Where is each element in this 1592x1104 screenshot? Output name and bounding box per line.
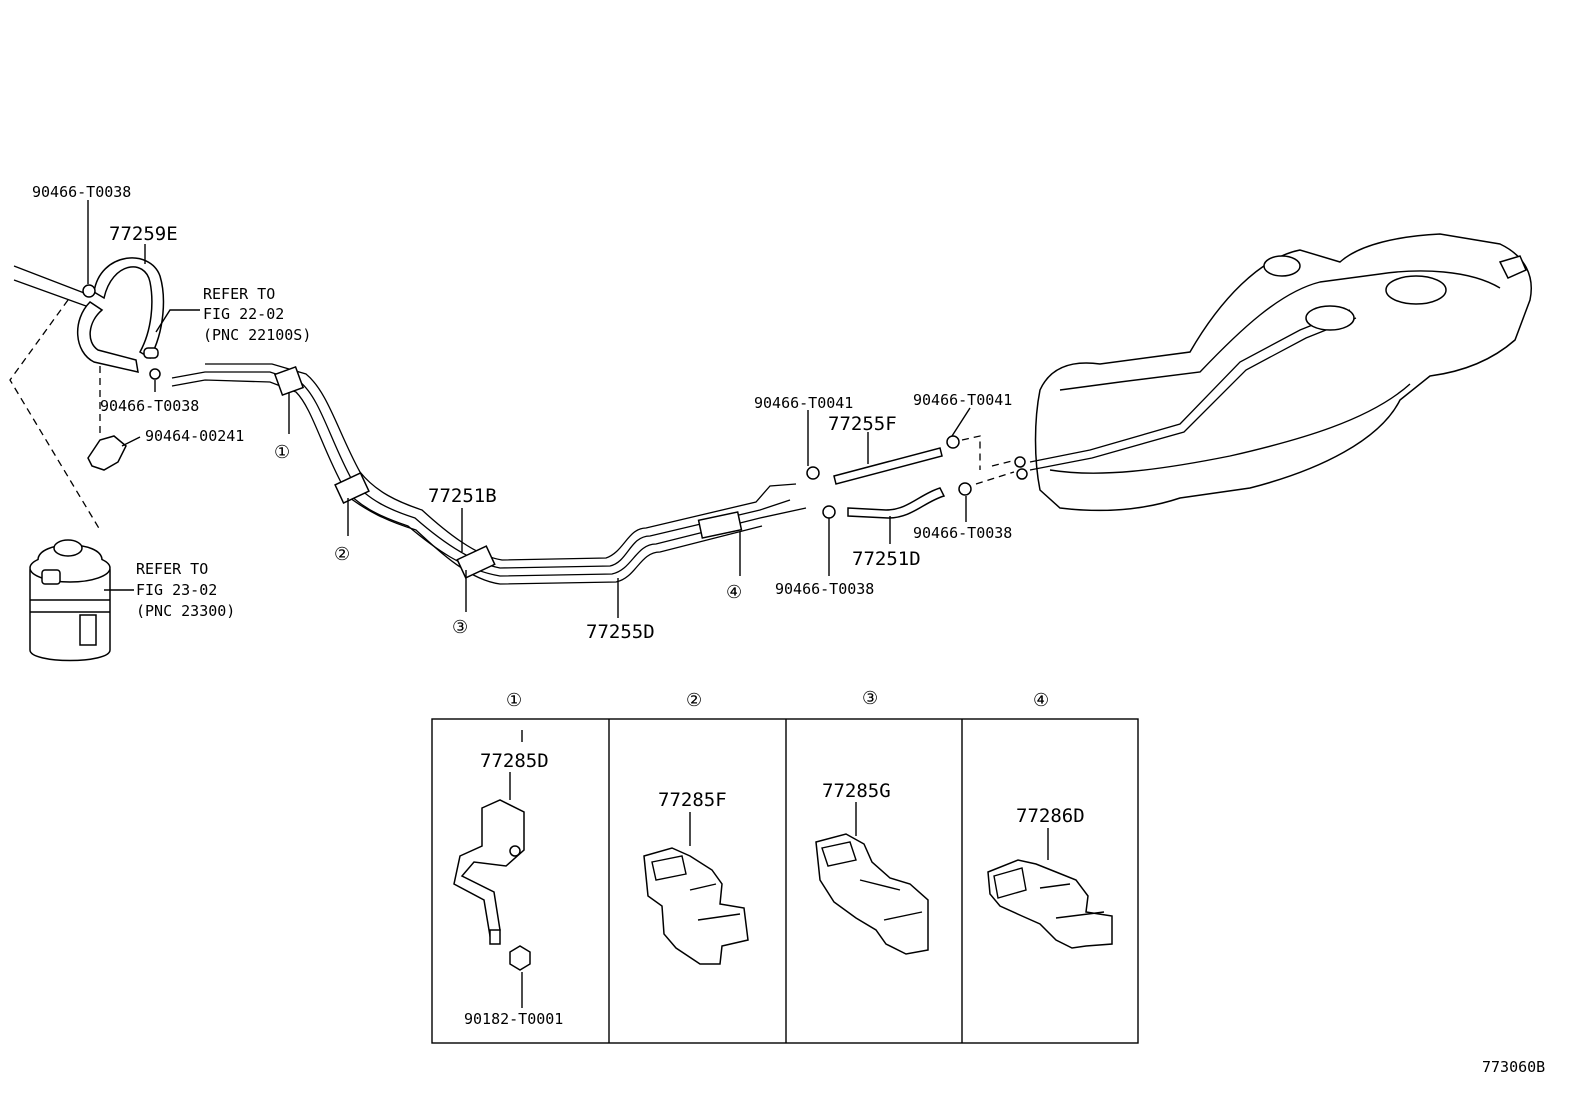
detail-panels: ① 77285D 90182-T0001 ② 77285F ③ 77285G ④…	[431, 688, 1139, 1044]
label-77251D: 77251D	[852, 548, 921, 570]
panel-2-callout: ②	[686, 690, 702, 711]
refer-22-line3: (PNC 22100S)	[203, 326, 311, 344]
panel-4-part: 77286D	[1016, 805, 1085, 827]
panel-1-part: 77285D	[480, 750, 549, 772]
filler-hose-assembly	[9, 257, 165, 531]
fuel-tank	[1014, 233, 1532, 512]
fuel-lines	[171, 363, 807, 585]
clamp-77286D-icon	[987, 859, 1113, 949]
hose-77255F	[833, 447, 943, 485]
panel-3-callout: ③	[862, 688, 878, 709]
label-90464-00241: 90464-00241	[145, 427, 244, 445]
refer-23-line1: REFER TO	[136, 560, 208, 578]
label-90466-T0038-right: 90466-T0038	[913, 524, 1012, 542]
panel-3-part: 77285G	[822, 780, 891, 802]
hose-clamp-icon	[149, 368, 161, 380]
clamp-4-icon	[697, 511, 743, 539]
label-77255D: 77255D	[586, 621, 655, 643]
figure-id: 773060B	[1482, 1058, 1545, 1076]
connecting-hoses	[806, 435, 1017, 519]
refer-22-line1: REFER TO	[203, 285, 275, 303]
callout-1: ①	[274, 442, 290, 463]
hose-clamp-icon	[822, 505, 836, 519]
panel-4-callout: ④	[1033, 690, 1049, 711]
callout-2: ②	[334, 544, 350, 565]
label-90466-T0038-left: 90466-T0038	[100, 397, 199, 415]
callout-4: ④	[726, 582, 742, 603]
clamp-1-icon	[273, 365, 305, 397]
label-77251B: 77251B	[428, 485, 497, 507]
panel-1-sub-part: 90182-T0001	[464, 1010, 563, 1028]
label-90466-T0041-left: 90466-T0041	[754, 394, 853, 412]
nut-90182-T0001-icon	[509, 945, 531, 971]
hose-clamp-icon	[958, 482, 972, 496]
clamp-77285F-icon	[643, 847, 749, 965]
refer-23-line3: (PNC 23300)	[136, 602, 235, 620]
refer-23-line2: FIG 23-02	[136, 581, 217, 599]
hose-clamp-icon	[82, 284, 96, 298]
callout-3: ③	[452, 617, 468, 638]
hose-clamp-icon	[806, 466, 820, 480]
refer-22-line2: FIG 22-02	[203, 305, 284, 323]
clamp-77285G-icon	[815, 833, 929, 955]
detail-panels-frame	[431, 718, 1139, 1044]
clip-icon	[87, 435, 127, 471]
panel-1-callout: ①	[506, 690, 522, 711]
label-77255F: 77255F	[828, 413, 897, 435]
clamp-2-icon	[334, 472, 370, 504]
panel-2-part: 77285F	[658, 789, 727, 811]
label-90466-T0038-bottom: 90466-T0038	[775, 580, 874, 598]
label-90466-T0041-right: 90466-T0041	[913, 391, 1012, 409]
bracket-77285D-icon	[453, 799, 525, 938]
label-77259E: 77259E	[109, 223, 178, 245]
leader-lines	[87, 200, 971, 742]
hose-clamp-icon	[946, 435, 960, 449]
clamp-3-icon	[456, 545, 496, 579]
label-90466-T0038-top: 90466-T0038	[32, 183, 131, 201]
fuel-filter-assembly	[29, 539, 111, 662]
hose-77251D	[847, 487, 946, 519]
